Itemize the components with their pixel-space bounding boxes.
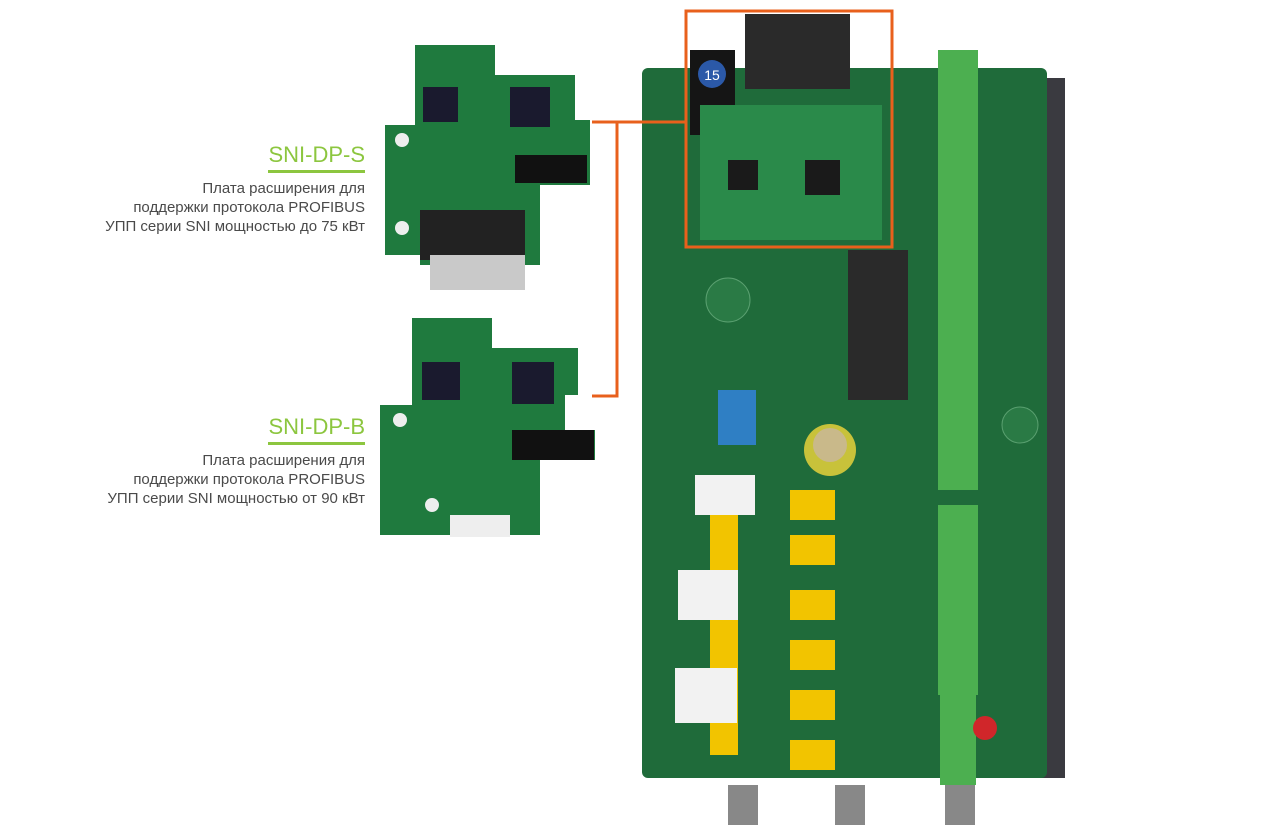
highlight-frame [684, 9, 894, 249]
main-board-image: 15 [642, 14, 1065, 825]
sni-dp-b-board-image [380, 318, 595, 537]
description-line: УПП серии SNI мощностью от 90 кВт [107, 490, 365, 507]
main-board-badge: 15 [704, 67, 720, 83]
description-line: Плата расширения для [202, 180, 365, 197]
description-line: поддержки протокола PROFIBUS [133, 199, 365, 216]
description-line: Плата расширения для [202, 452, 365, 469]
badge-circle [698, 60, 726, 88]
sni-dp-s-title: SNI-DP-S [268, 142, 365, 173]
description-line: поддержки протокола PROFIBUS [133, 471, 365, 488]
sni-dp-b-description: Плата расширения для поддержки протокола… [107, 451, 365, 508]
sni-dp-s-board-image [385, 45, 590, 290]
sni-dp-b-title: SNI-DP-B [268, 414, 365, 445]
connector-lines [592, 120, 686, 398]
sni-dp-s-label: SNI-DP-S Плата расширения для поддержки … [105, 142, 365, 236]
sni-dp-b-label: SNI-DP-B Плата расширения для поддержки … [107, 414, 365, 508]
sni-dp-s-description: Плата расширения для поддержки протокола… [105, 179, 365, 236]
description-line: УПП серии SNI мощностью до 75 кВт [105, 218, 365, 235]
